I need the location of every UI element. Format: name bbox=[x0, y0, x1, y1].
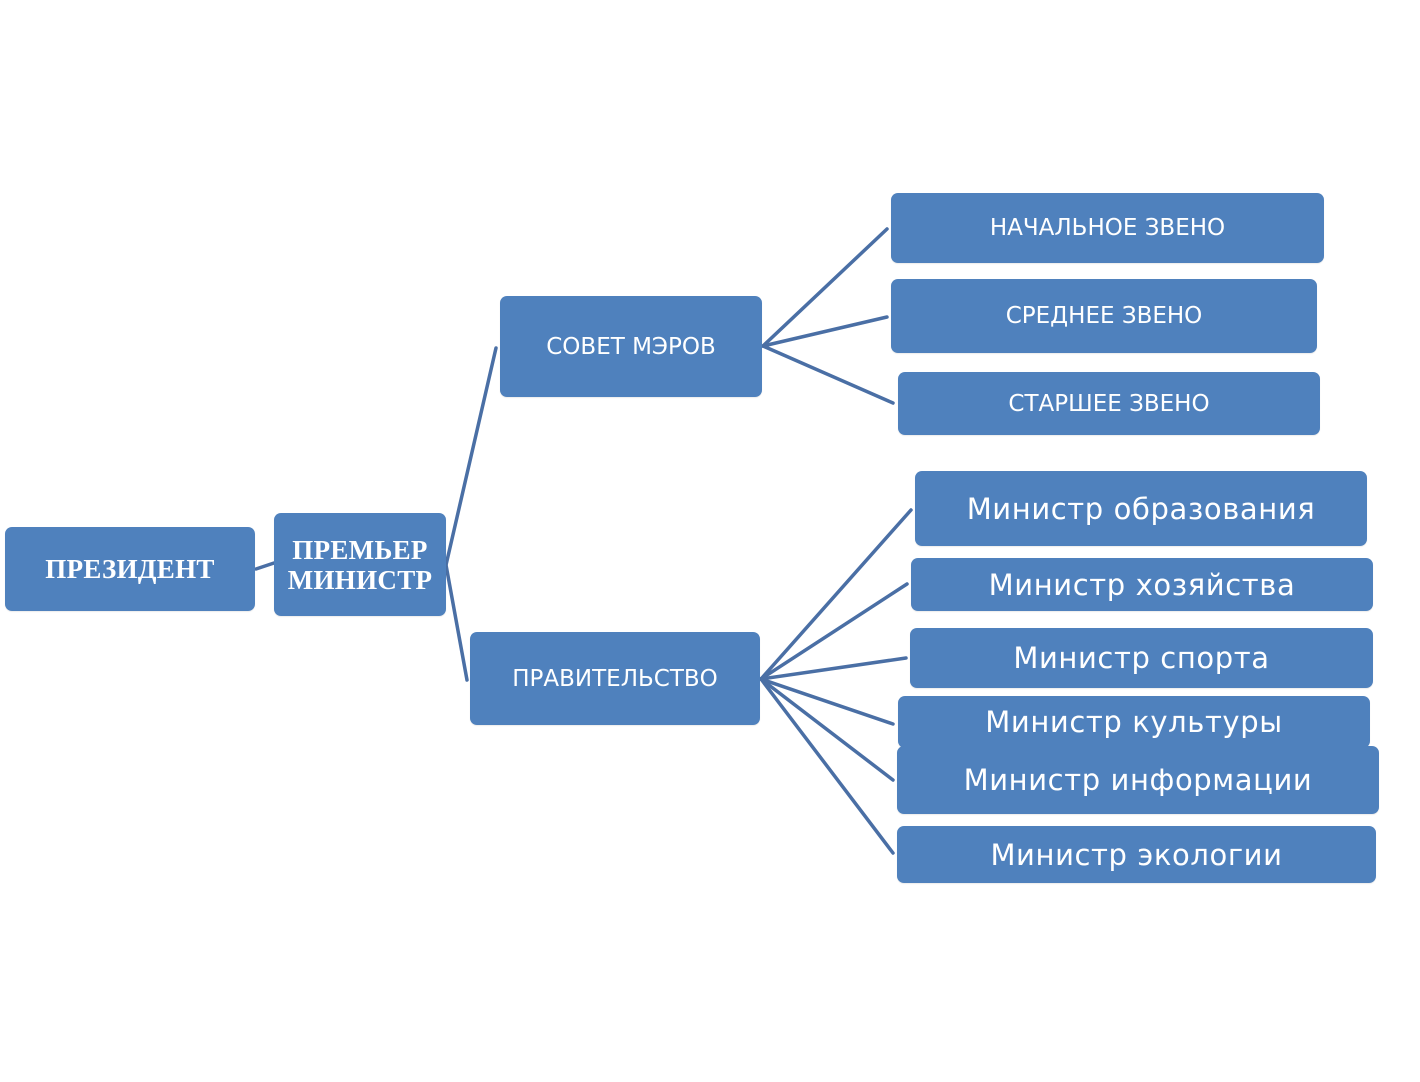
node-minister-ecology: Министр экологии bbox=[897, 826, 1376, 883]
node-minister-label: Министр экологии bbox=[990, 837, 1283, 872]
node-president: ПРЕЗИДЕНТ bbox=[5, 527, 255, 611]
node-level-label: СРЕДНЕЕ ЗВЕНО bbox=[1005, 303, 1203, 329]
node-minister-culture: Министр культуры bbox=[898, 696, 1370, 748]
node-level-senior: СТАРШЕЕ ЗВЕНО bbox=[898, 372, 1320, 435]
node-premier-minister: ПРЕМЬЕР МИНИСТР bbox=[274, 513, 446, 616]
connector-government-min-4 bbox=[759, 677, 895, 726]
node-council-label: СОВЕТ МЭРОВ bbox=[546, 333, 716, 360]
node-premier-label-line2: МИНИСТР bbox=[287, 564, 433, 595]
node-level-middle: СРЕДНЕЕ ЗВЕНО bbox=[891, 279, 1317, 353]
connector-government-min-5 bbox=[759, 677, 895, 782]
node-minister-education: Министр образования bbox=[915, 471, 1367, 546]
node-minister-label: Министр образования bbox=[966, 491, 1316, 526]
connector-premier-government bbox=[444, 563, 469, 682]
node-level-label: НАЧАЛЬНОЕ ЗВЕНО bbox=[989, 215, 1226, 241]
node-minister-economy: Министр хозяйства bbox=[911, 558, 1373, 611]
connector-council-level-3 bbox=[761, 344, 895, 405]
connector-council-level-1 bbox=[761, 227, 889, 348]
node-minister-label: Министр культуры bbox=[985, 705, 1283, 739]
connector-government-min-6 bbox=[759, 677, 895, 855]
connector-council-level-2 bbox=[761, 315, 889, 348]
node-premier-label-line1: ПРЕМЬЕР bbox=[292, 534, 428, 565]
node-council-of-mayors: СОВЕТ МЭРОВ bbox=[500, 296, 762, 397]
node-minister-sport: Министр спорта bbox=[910, 628, 1373, 688]
connector-government-min-1 bbox=[759, 508, 913, 681]
node-minister-label: Министр информации bbox=[963, 763, 1313, 797]
node-minister-label: Министр хозяйства bbox=[988, 567, 1296, 602]
node-government-label: ПРАВИТЕЛЬСТВО bbox=[512, 665, 718, 692]
connector-president-premier bbox=[254, 561, 276, 571]
node-president-label: ПРЕЗИДЕНТ bbox=[45, 554, 215, 584]
node-minister-information: Министр информации bbox=[897, 746, 1379, 814]
connector-government-min-3 bbox=[759, 656, 908, 681]
connector-government-min-2 bbox=[759, 582, 909, 681]
node-level-initial: НАЧАЛЬНОЕ ЗВЕНО bbox=[891, 193, 1324, 263]
connector-premier-council bbox=[444, 346, 498, 567]
node-level-label: СТАРШЕЕ ЗВЕНО bbox=[1008, 390, 1210, 417]
node-minister-label: Министр спорта bbox=[1013, 641, 1270, 675]
node-government: ПРАВИТЕЛЬСТВО bbox=[470, 632, 760, 725]
